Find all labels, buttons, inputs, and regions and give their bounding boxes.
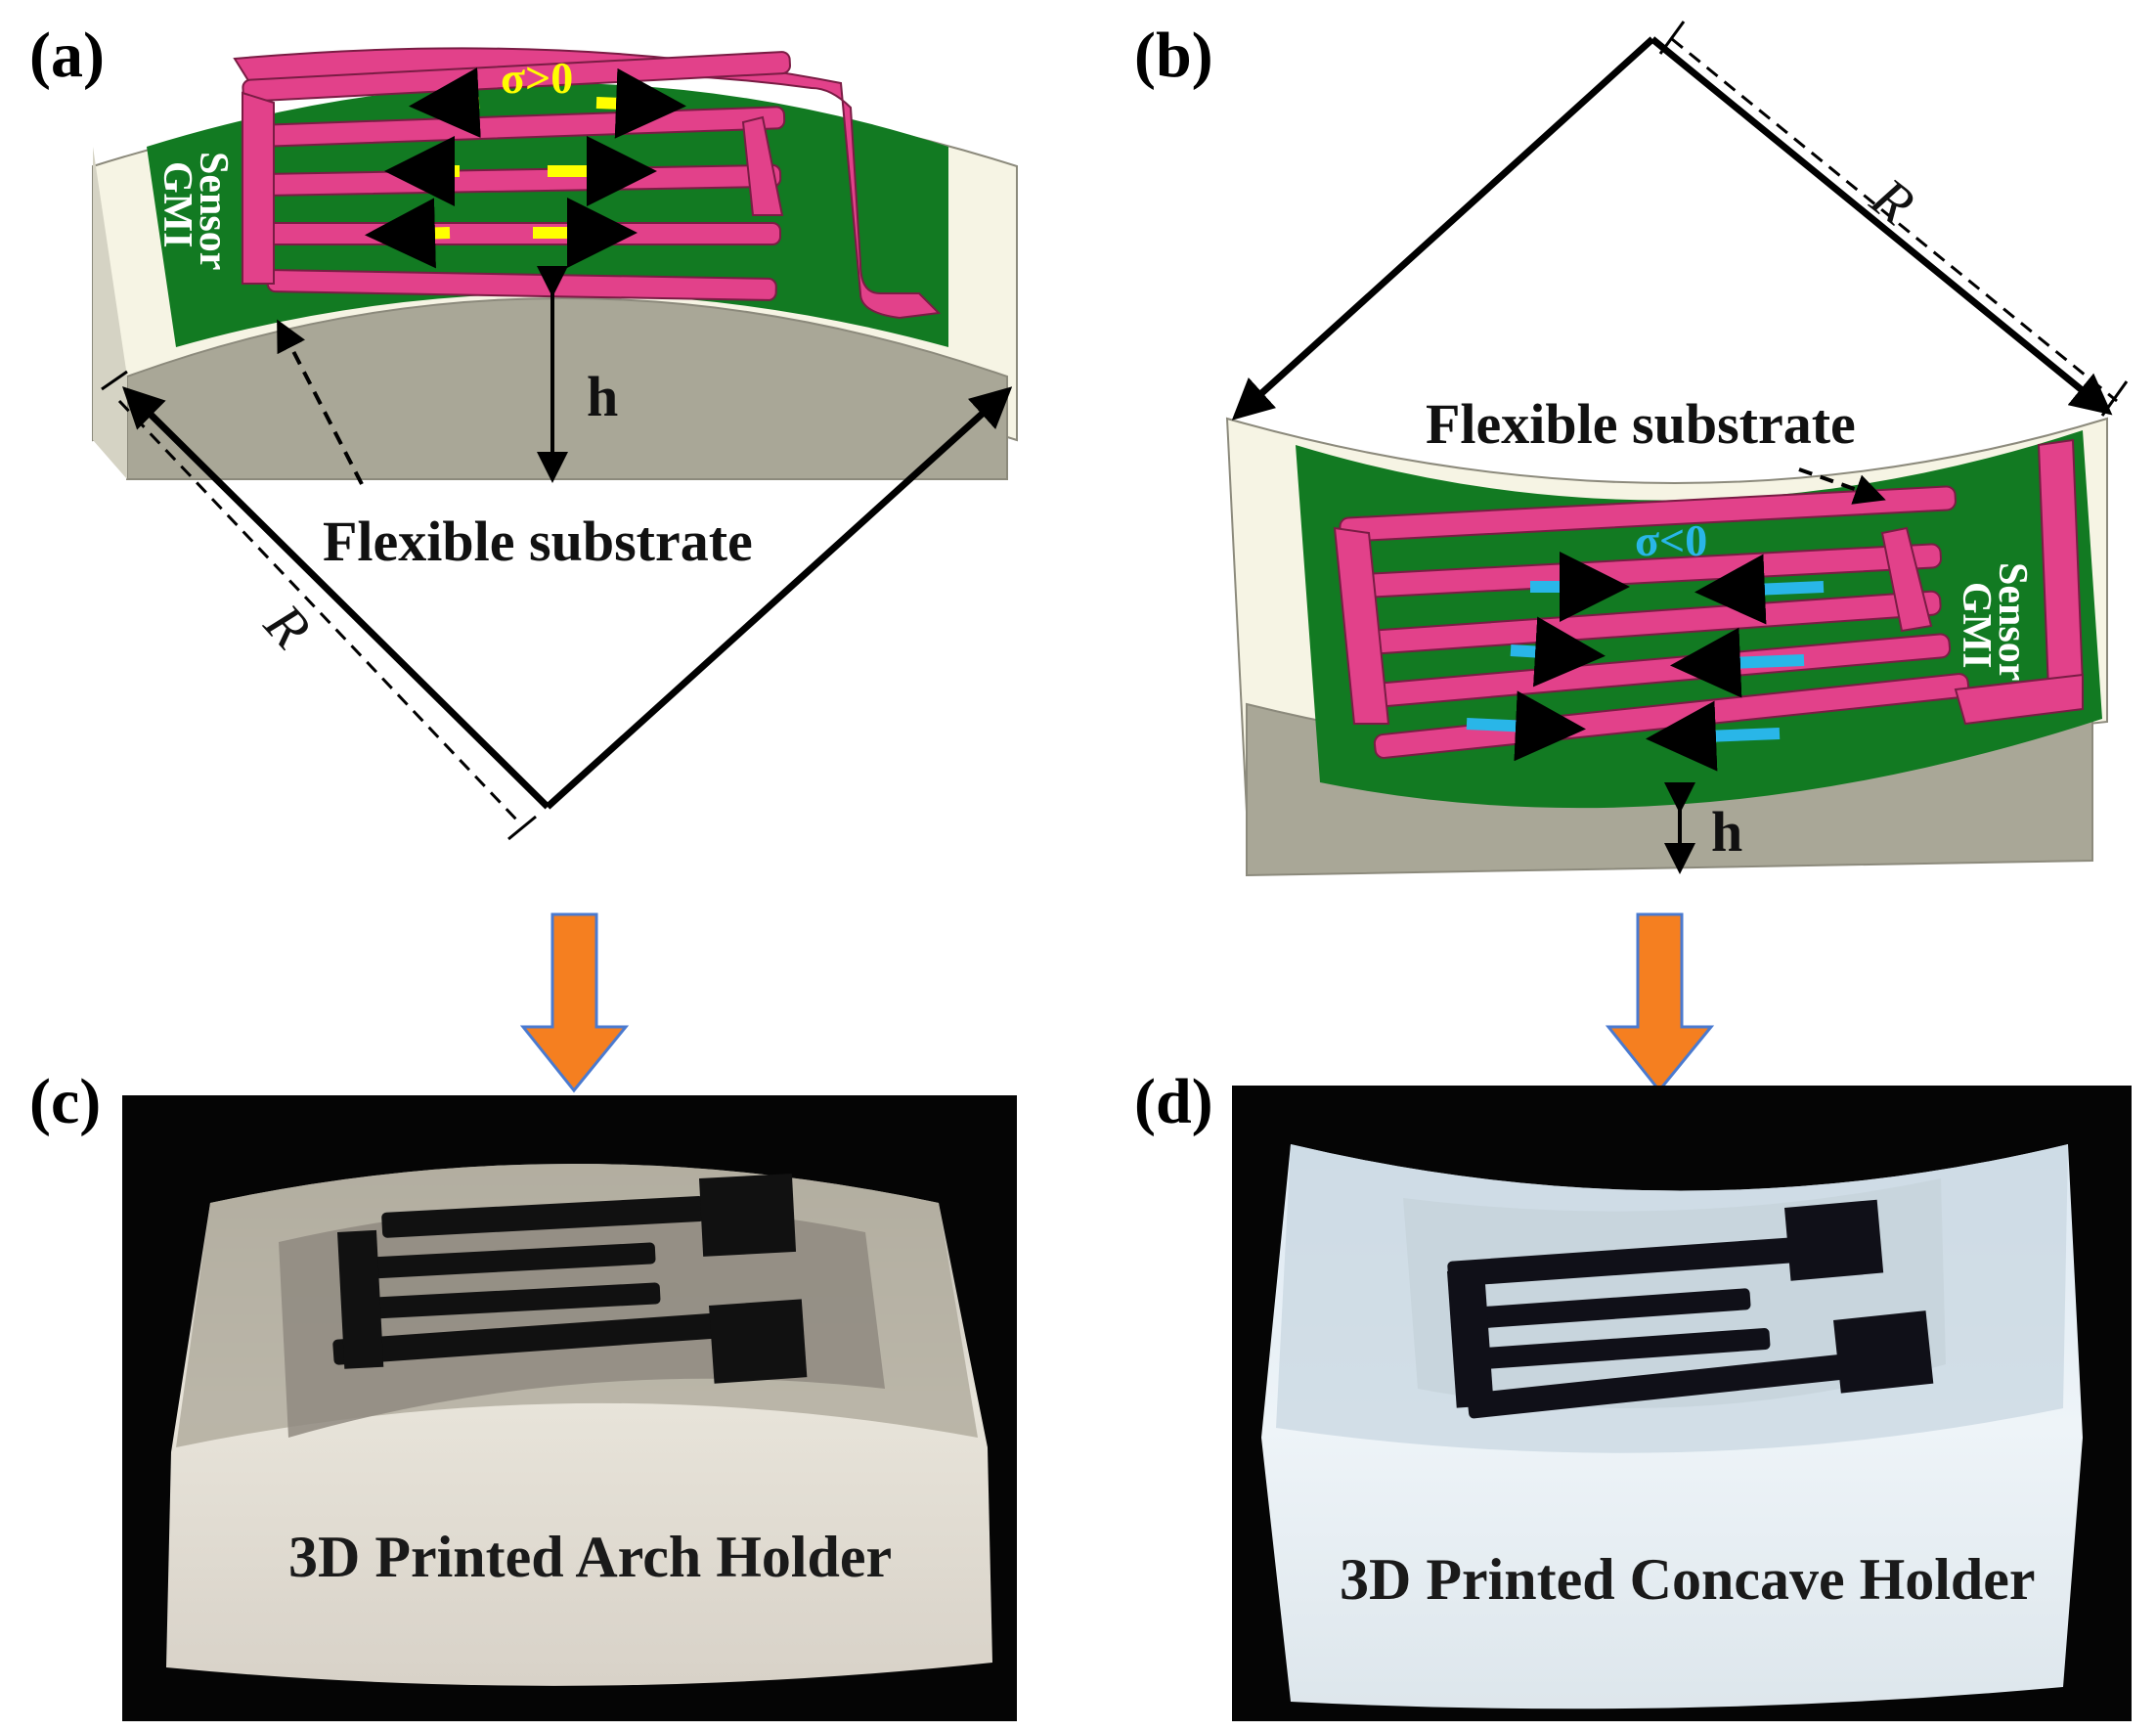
compression-arrows <box>1466 552 1825 772</box>
tension-arrows <box>365 67 686 269</box>
radius-tick-top-a <box>101 370 128 391</box>
panel-b-label: (b) <box>1134 20 1213 91</box>
arch-holder-side <box>93 147 127 479</box>
substrate-pointer-b <box>1798 467 1886 505</box>
radius-dimension-a <box>117 399 520 823</box>
down-arrow-right <box>1605 912 1715 1093</box>
panel-a-label: (a) <box>29 20 105 91</box>
substrate-label-a: Flexible substrate <box>323 510 753 573</box>
sensor-label-a-line2: Sensor <box>191 152 236 270</box>
arch-sensor-electrode <box>332 1174 808 1384</box>
height-symbol-a: h <box>587 365 618 428</box>
compression-stress-label: σ<0 <box>1635 515 1707 565</box>
panel-a: (a) GMI Sensor σ>0 <box>29 20 1018 841</box>
sensor-label-b-line1: GMI <box>1954 582 1999 669</box>
sensor-label-a-line1: GMI <box>154 161 199 248</box>
arch-holder-caption: 3D Printed Arch Holder <box>288 1525 892 1589</box>
panel-c-label: (c) <box>29 1066 101 1137</box>
radius-tick-top-b <box>1658 21 1686 55</box>
panel-c: (c) 3D Printed Arch Holder <box>29 1066 1017 1721</box>
height-symbol-b: h <box>1711 800 1742 864</box>
concave-sensor-electrode <box>1446 1199 1934 1419</box>
radius-tick-bottom-a <box>507 815 537 841</box>
panel-b: (b) GMI Sensor σ<0 <box>1134 20 2129 877</box>
radius-line-left-b <box>1231 36 1655 421</box>
radius-symbol-a: R <box>252 591 324 660</box>
radius-line-right-b <box>1650 36 2113 416</box>
substrate-pointer-a <box>277 319 364 485</box>
panel-d: (d) 3D Printed Concave Holder <box>1134 1066 2132 1721</box>
down-arrow-left <box>519 912 630 1093</box>
sensor-label-b-line2: Sensor <box>1990 562 2035 681</box>
radius-dimension-b <box>1671 37 2118 403</box>
radius-line-left-a <box>122 386 550 810</box>
radius-tick-bottom-b <box>2100 380 2129 417</box>
tension-stress-label: σ>0 <box>501 53 573 103</box>
concave-holder-caption: 3D Printed Concave Holder <box>1340 1547 2036 1612</box>
substrate-label-b: Flexible substrate <box>1426 392 1856 456</box>
radius-line-right-a <box>545 386 1013 810</box>
panel-d-label: (d) <box>1134 1066 1213 1137</box>
